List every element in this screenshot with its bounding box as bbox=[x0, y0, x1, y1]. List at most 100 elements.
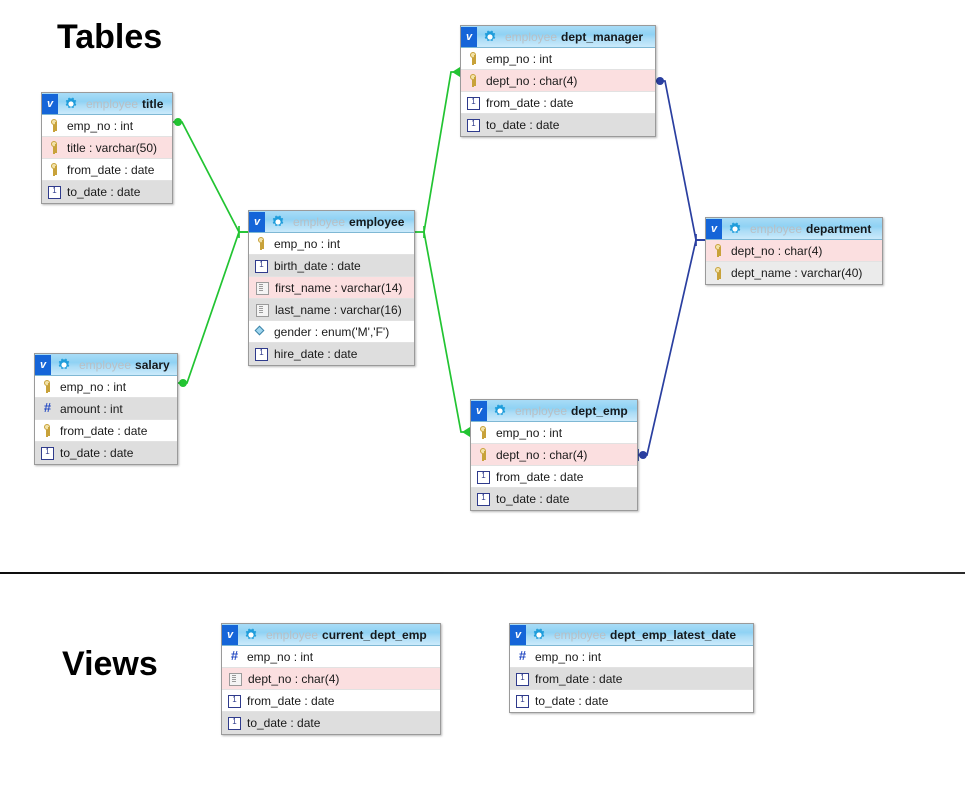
view-badge-icon: v bbox=[471, 400, 487, 421]
column-row[interactable]: 1 from_date : date bbox=[471, 466, 637, 488]
column-row[interactable]: dept_no : char(4) bbox=[461, 70, 655, 92]
gear-icon bbox=[56, 357, 72, 373]
section-divider bbox=[0, 572, 965, 574]
numeric-icon: # bbox=[230, 648, 239, 663]
column-row[interactable]: last_name : varchar(16) bbox=[249, 299, 414, 321]
gear-icon bbox=[270, 214, 286, 230]
column-row[interactable]: #amount : int bbox=[35, 398, 177, 420]
view-badge-icon: v bbox=[222, 624, 238, 645]
date-icon: 1 bbox=[467, 96, 480, 110]
column-row[interactable]: from_date : date bbox=[42, 159, 172, 181]
enum-icon bbox=[255, 326, 268, 339]
column-label: dept_no : char(4) bbox=[486, 73, 578, 88]
gear-icon bbox=[63, 96, 79, 112]
view-badge-icon: v bbox=[510, 624, 526, 645]
key-icon bbox=[477, 448, 490, 461]
date-icon: 1 bbox=[477, 470, 490, 484]
column-label: emp_no : int bbox=[67, 118, 134, 133]
column-row[interactable]: emp_no : int bbox=[249, 233, 414, 255]
text-icon bbox=[256, 303, 269, 317]
key-icon bbox=[467, 74, 480, 87]
gear-icon bbox=[243, 627, 259, 643]
column-label: dept_no : char(4) bbox=[248, 671, 340, 686]
column-row[interactable]: # emp_no : int bbox=[222, 646, 440, 668]
date-icon: 1 bbox=[255, 259, 268, 273]
column-row[interactable]: gender : enum('M','F') bbox=[249, 321, 414, 343]
column-row[interactable]: 1 from_date : date bbox=[461, 92, 655, 114]
column-label: emp_no : int bbox=[274, 236, 341, 251]
column-row[interactable]: 1 birth_date : date bbox=[249, 255, 414, 277]
column-row[interactable]: 1 to_date : date bbox=[35, 442, 177, 464]
column-row[interactable]: emp_no : int bbox=[35, 376, 177, 398]
column-label: title : varchar(50) bbox=[67, 140, 158, 155]
section-title-views: Views bbox=[62, 645, 158, 683]
column-row[interactable]: emp_no : int bbox=[471, 422, 637, 444]
column-row[interactable]: first_name : varchar(14) bbox=[249, 277, 414, 299]
key-icon bbox=[467, 52, 480, 65]
view-badge-icon: v bbox=[461, 26, 477, 47]
column-row[interactable]: dept_name : varchar(40) bbox=[706, 262, 882, 284]
entity-schema-label: employee bbox=[293, 214, 346, 229]
date-icon: 1 bbox=[41, 447, 54, 460]
key-icon bbox=[48, 119, 61, 132]
column-label: first_name : varchar(14) bbox=[275, 280, 403, 295]
key-icon bbox=[255, 237, 268, 250]
column-row[interactable]: emp_no : int bbox=[42, 115, 172, 137]
column-label: to_date : date bbox=[535, 694, 609, 708]
section-title-tables: Tables bbox=[57, 18, 163, 56]
key-icon bbox=[712, 244, 725, 257]
column-row[interactable]: title : varchar(50) bbox=[42, 137, 172, 159]
view-badge-icon: v bbox=[249, 211, 265, 232]
column-label: to_date : date bbox=[60, 446, 134, 460]
column-row[interactable]: emp_no : int bbox=[461, 48, 655, 70]
column-label: from_date : date bbox=[60, 423, 148, 438]
relationship-title-employee bbox=[173, 118, 248, 238]
column-label: emp_no : int bbox=[247, 649, 314, 664]
column-row[interactable]: from_date : date bbox=[35, 420, 177, 442]
column-label: birth_date : date bbox=[274, 258, 361, 273]
text-icon bbox=[229, 672, 242, 686]
view-badge-icon: v bbox=[42, 93, 58, 114]
view-badge-icon: v bbox=[35, 354, 51, 375]
key-icon bbox=[712, 266, 725, 280]
entity-name-label: salary bbox=[135, 357, 170, 372]
column-label: from_date : date bbox=[486, 95, 574, 110]
column-label: from_date : date bbox=[67, 162, 155, 177]
column-label: from_date : date bbox=[496, 469, 584, 484]
column-row[interactable]: #emp_no : int bbox=[510, 646, 753, 668]
column-row[interactable]: dept_no : char(4) bbox=[222, 668, 440, 690]
column-row[interactable]: dept_no : char(4) bbox=[706, 240, 882, 262]
key-icon bbox=[477, 426, 490, 439]
column-label: emp_no : int bbox=[60, 379, 127, 394]
date-icon: 1 bbox=[228, 717, 241, 730]
entity-name-label: title bbox=[142, 96, 164, 111]
column-row[interactable]: dept_no : char(4) bbox=[471, 444, 637, 466]
column-label: last_name : varchar(16) bbox=[275, 302, 402, 317]
column-label: amount : int bbox=[60, 401, 123, 416]
